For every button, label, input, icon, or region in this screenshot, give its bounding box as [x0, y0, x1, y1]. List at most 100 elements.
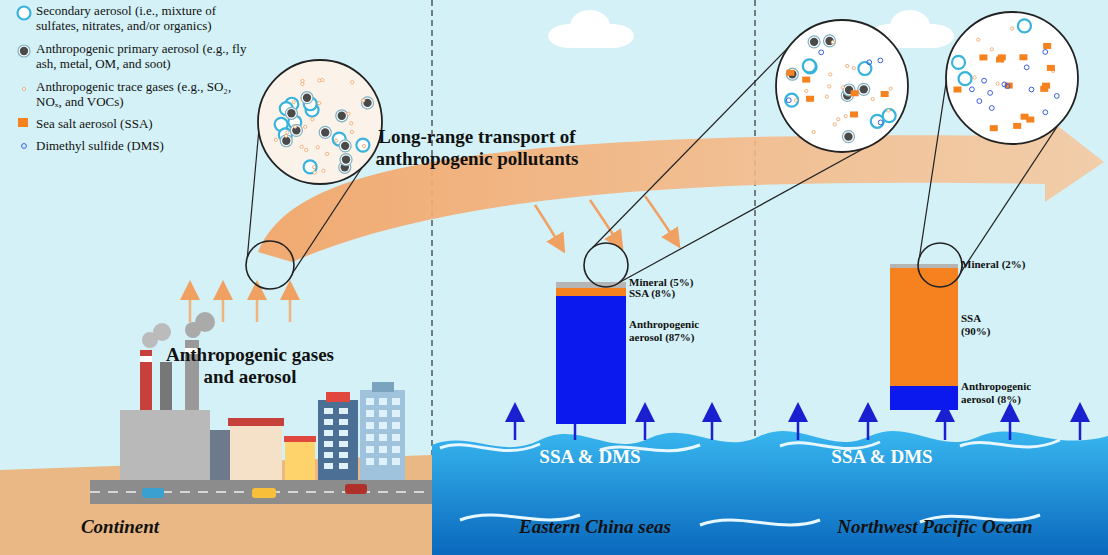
shape — [432, 431, 1108, 555]
window — [339, 441, 348, 447]
trace-gas — [304, 125, 307, 128]
shape — [140, 356, 152, 362]
primary-core — [303, 93, 311, 101]
sea — [432, 431, 1108, 555]
trace-gas — [837, 118, 840, 121]
up-arrow — [222, 290, 225, 322]
shape — [535, 205, 560, 245]
trace-gas — [887, 109, 890, 112]
zoom-big — [776, 20, 908, 152]
factory — [120, 312, 405, 498]
up-arrow — [1079, 412, 1082, 440]
legend-row: Dimethyl sulfide (DMS) — [14, 137, 264, 155]
window — [392, 422, 400, 429]
dms — [22, 143, 27, 148]
legend-swatch — [18, 118, 28, 127]
dms — [1043, 50, 1048, 55]
dms — [989, 106, 994, 111]
shape — [318, 400, 358, 480]
trace-gas — [325, 152, 328, 155]
up-arrow — [797, 412, 800, 440]
primary-aerosol — [336, 110, 348, 122]
shape — [324, 398, 400, 469]
trace-gas — [301, 82, 304, 85]
shape — [90, 480, 432, 504]
shape — [258, 116, 1104, 262]
sea-salt — [850, 111, 858, 117]
window — [339, 408, 348, 414]
primary-aerosol — [285, 107, 297, 119]
primary-core — [20, 47, 28, 55]
sea-salt — [1019, 54, 1027, 60]
zoom-line — [593, 33, 802, 247]
trace-gas — [351, 81, 354, 84]
secondary-aerosol — [858, 62, 871, 75]
trace-gas — [285, 134, 288, 137]
shape — [556, 296, 626, 424]
legend-row: Secondary aerosol (i.e., mixture of sulf… — [14, 4, 264, 34]
dms — [1024, 65, 1029, 70]
sea-salt — [1013, 123, 1021, 129]
shape — [228, 418, 284, 426]
legend-icon — [14, 42, 36, 60]
dms — [1002, 82, 1007, 87]
primary-aerosol — [319, 126, 331, 138]
secondary-aerosol — [952, 56, 965, 69]
window — [324, 408, 333, 414]
trace-gas — [825, 95, 828, 98]
secondary-aerosol — [871, 115, 884, 128]
primary-aerosol — [858, 83, 870, 95]
window — [366, 434, 374, 441]
legend-row: Anthropogenic primary aerosol (e.g., fly… — [14, 42, 264, 72]
shape — [140, 350, 152, 410]
secondary-aerosol — [803, 59, 816, 72]
trace-gas — [362, 144, 365, 147]
region-name: Continent — [20, 516, 220, 538]
trace-gas — [889, 87, 892, 90]
trace-gas — [294, 125, 297, 128]
dms — [867, 60, 872, 65]
shape — [285, 440, 315, 480]
region-name: Northwest Pacific Ocean — [790, 516, 1080, 538]
shape — [645, 196, 675, 240]
dms — [819, 50, 824, 55]
trace-gas — [990, 48, 993, 51]
shape — [326, 392, 350, 402]
shape — [160, 362, 172, 410]
shape — [153, 323, 171, 341]
zoom-small — [584, 243, 628, 287]
trace-gas — [362, 99, 365, 102]
trace-gas — [1011, 27, 1014, 30]
bar-label: SSA (90%) — [961, 312, 1001, 337]
shape — [440, 440, 1060, 525]
trace-gas — [805, 89, 808, 92]
window — [324, 430, 333, 436]
window — [392, 446, 400, 453]
trace-gas — [300, 145, 303, 148]
zoom-big — [258, 60, 382, 184]
shape — [372, 382, 394, 392]
primary-aerosol — [301, 92, 313, 104]
continent-caption: Anthropogenic gases and aerosol — [160, 344, 340, 388]
legend-icon — [14, 4, 36, 22]
legend-text: Dimethyl sulfide (DMS) — [36, 139, 258, 154]
window — [339, 452, 348, 458]
bars — [556, 264, 958, 424]
shape — [230, 424, 282, 480]
bar-label: Mineral (5%) — [629, 276, 739, 289]
trace-gas — [841, 86, 844, 89]
shape — [190, 290, 290, 322]
trace-gas — [316, 146, 319, 149]
dms — [1054, 94, 1059, 99]
trace-gas — [301, 79, 304, 82]
legend-row: Anthropogenic trace gases (e.g., SO₂, NO… — [14, 80, 264, 110]
window — [392, 458, 400, 465]
dms — [1043, 110, 1048, 115]
primary-aerosol — [808, 36, 820, 48]
sea-salt — [990, 125, 998, 131]
magnifier — [584, 20, 908, 287]
trace-gas — [313, 171, 316, 174]
trace-gas — [22, 87, 25, 90]
shape — [252, 488, 276, 498]
trace-gas — [833, 123, 836, 126]
